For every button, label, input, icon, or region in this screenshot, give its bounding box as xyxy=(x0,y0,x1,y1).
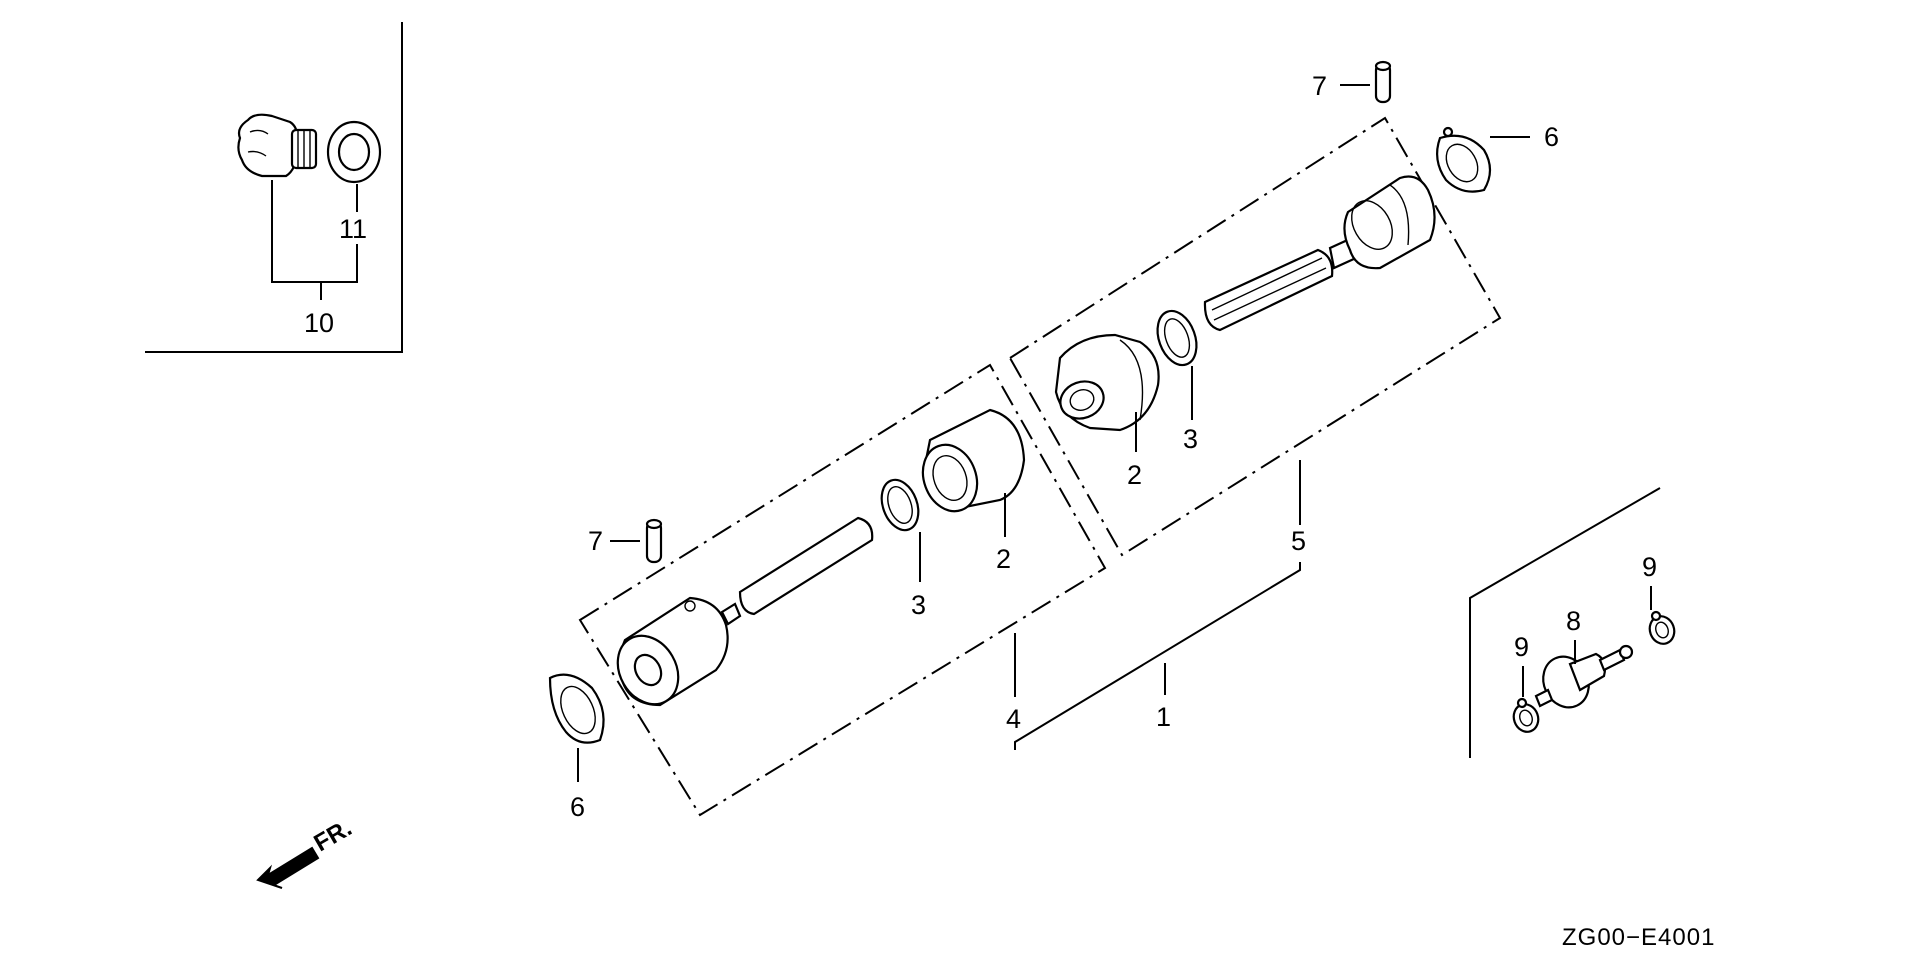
pin-rear xyxy=(1374,60,1392,104)
callout-oring-front: 3 xyxy=(911,590,926,620)
hose-clamp-left xyxy=(1512,697,1540,733)
callout-oring-rear: 3 xyxy=(1183,424,1198,454)
callout-sleeve-rear: 2 xyxy=(1127,460,1142,490)
callout-rear-half-assembly: 5 xyxy=(1291,526,1306,556)
front-arrow-icon xyxy=(256,846,320,889)
callout-shaft-assembly: 1 xyxy=(1156,702,1171,732)
callout-joint: 8 xyxy=(1566,606,1581,636)
leader-lines xyxy=(577,84,1530,782)
clip-front xyxy=(548,673,605,744)
diagram-code: ZG00−E4001 xyxy=(1562,924,1715,951)
callout-pin-front: 7 xyxy=(588,526,603,556)
callout-washer: 11 xyxy=(339,214,367,244)
callout-sleeve-front: 2 xyxy=(996,544,1011,574)
hose-clamp-right xyxy=(1648,610,1676,645)
callout-clip-front: 6 xyxy=(570,792,585,822)
callout-hose-clamp-right: 9 xyxy=(1642,552,1657,582)
callout-clip-rear: 6 xyxy=(1544,122,1559,152)
callout-plug-bolt-set: 10 xyxy=(304,308,334,338)
joint-inset-border xyxy=(1469,487,1661,758)
front-arrow-label: FR. xyxy=(310,814,357,857)
pin-front xyxy=(645,518,663,564)
clip-rear xyxy=(1435,126,1492,193)
washer xyxy=(326,120,382,184)
callout-pin-rear: 7 xyxy=(1312,71,1327,101)
callout-front-half-assembly: 4 xyxy=(1006,704,1021,734)
inset-border xyxy=(145,22,403,353)
front-half-parts xyxy=(616,408,1026,707)
rear-half-parts xyxy=(1054,175,1436,432)
plug-inset: 11 10 xyxy=(145,22,403,353)
joint xyxy=(1534,644,1634,709)
rear-half-box xyxy=(1008,116,1502,557)
front-arrow: FR. xyxy=(256,814,357,889)
front-half-box xyxy=(578,363,1107,817)
joint-inset: 9 8 9 xyxy=(1469,487,1676,758)
plug-bolt xyxy=(237,113,318,178)
callout-hose-clamp-left: 9 xyxy=(1514,632,1529,662)
